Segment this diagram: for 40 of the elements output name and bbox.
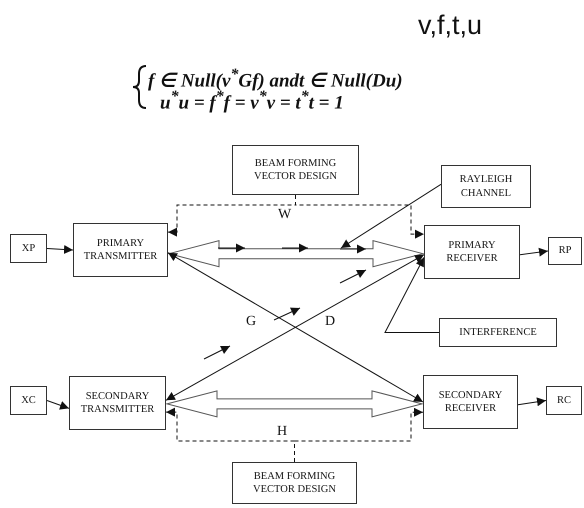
process-box (69, 376, 166, 430)
variable-list: v,f,t,u (418, 10, 482, 41)
arrow (46, 245, 74, 254)
box-label: SECONDARY TRANSMITTER (80, 390, 156, 416)
channel-label: H (277, 424, 288, 440)
dashed-arrow (294, 408, 424, 462)
box-label: RP (558, 244, 572, 258)
box-label: INTERFERENCE (459, 326, 537, 340)
dashed-arrow (295, 194, 424, 239)
box-label: RAYLEIGH CHANNEL (458, 173, 514, 200)
box-label: BEAM FORMING VECTOR DESIGN (252, 470, 337, 496)
process-box (424, 225, 520, 279)
double-block-arrow (165, 390, 424, 418)
arrow (518, 397, 546, 406)
process-box (232, 145, 359, 195)
process-box (10, 386, 47, 415)
process-box (441, 165, 531, 208)
box-label: XC (21, 394, 36, 408)
channel-label: G (246, 314, 256, 330)
box-label: RC (556, 394, 571, 408)
arrow (340, 184, 442, 248)
process-box (439, 318, 557, 347)
process-box (423, 375, 518, 429)
process-box (232, 462, 357, 504)
arrow (520, 248, 548, 257)
arrow (384, 256, 440, 333)
process-box (548, 237, 582, 265)
channel-label: W (278, 207, 292, 223)
box-label: BEAM FORMING VECTOR DESIGN (253, 156, 338, 184)
channel-label: D (325, 314, 336, 330)
box-label: XP (22, 242, 36, 256)
arrow (46, 400, 70, 410)
box-label: PRIMARY RECEIVER (445, 238, 499, 266)
equation: f ∈ Null(v$^{*}$Gf) andt ∈ Null(Du) (148, 66, 403, 92)
box-label: SECONDARY RECEIVER (438, 388, 504, 416)
double-block-arrow (167, 240, 425, 268)
process-box (10, 234, 47, 263)
process-box (546, 386, 582, 415)
box-label: PRIMARY TRANSMITTER (82, 236, 158, 264)
process-box (73, 223, 168, 277)
